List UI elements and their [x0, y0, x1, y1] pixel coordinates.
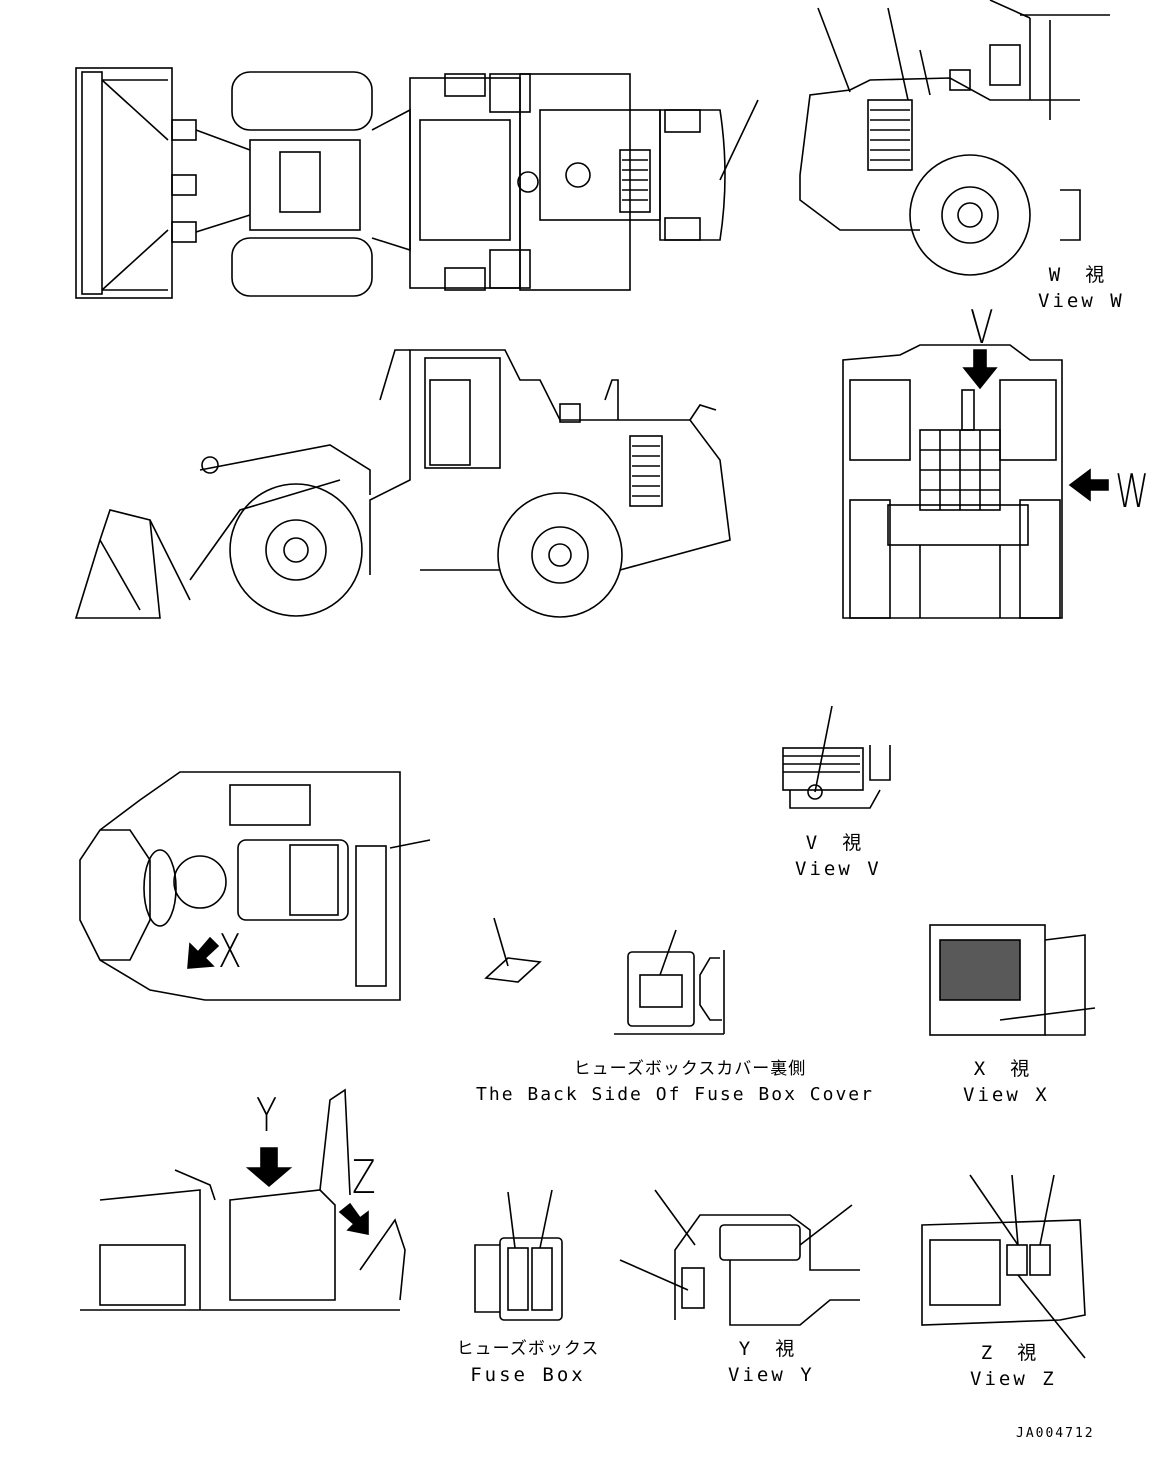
view-z-caption-en: View Z [970, 1368, 1057, 1390]
arrow-letter-x: X [218, 924, 242, 978]
view-w-drawing [799, 0, 1110, 276]
view-z-drawing [921, 1174, 1086, 1359]
fuse-box-caption-jp: ヒューズボックス [456, 1339, 600, 1359]
arrow-w [1068, 468, 1109, 502]
view-w-caption-jp: W 視 [1048, 264, 1108, 286]
fuse-box-drawing [474, 1189, 563, 1321]
view-x-caption-en: View X [963, 1084, 1050, 1106]
top-view-loader [75, 67, 759, 299]
fuse-box-cover-drawing [614, 929, 725, 1035]
view-y-caption-jp: Y 視 [738, 1338, 798, 1360]
fuse-box-caption-en: Fuse Box [470, 1364, 586, 1386]
cab-side-view [80, 1088, 406, 1311]
front-view-loader [842, 344, 1063, 619]
view-x-caption-jp: X 視 [973, 1058, 1033, 1080]
label-card-drawing [484, 917, 542, 983]
arrow-v [962, 349, 998, 390]
cab-plan-view [79, 771, 431, 1001]
view-v-caption-en: View V [795, 858, 882, 880]
arrow-x [187, 936, 220, 969]
drawing-code: JA004712 [1016, 1426, 1095, 1441]
arrow-y [245, 1147, 293, 1188]
view-v-caption-jp: V 視 [805, 832, 865, 854]
arrow-letter-z: Z [352, 1150, 376, 1204]
view-y-caption-en: View Y [728, 1364, 815, 1386]
view-y-drawing [619, 1189, 860, 1326]
view-v-drawing [782, 705, 891, 809]
view-x-drawing [929, 924, 1096, 1036]
view-w-caption-en: View W [1038, 290, 1125, 312]
arrow-letter-y: Y [256, 1088, 278, 1142]
arrow-z [338, 1202, 369, 1235]
arrow-letter-w: W [1115, 464, 1150, 518]
view-z-caption-jp: Z 視 [980, 1342, 1040, 1364]
arrow-letter-v: V [970, 300, 994, 354]
side-view-loader [74, 349, 731, 619]
fuse-cover-caption-en: The Back Side Of Fuse Box Cover [476, 1084, 874, 1105]
fuse-cover-caption-jp: ヒューズボックスカバー裏側 [573, 1059, 807, 1079]
